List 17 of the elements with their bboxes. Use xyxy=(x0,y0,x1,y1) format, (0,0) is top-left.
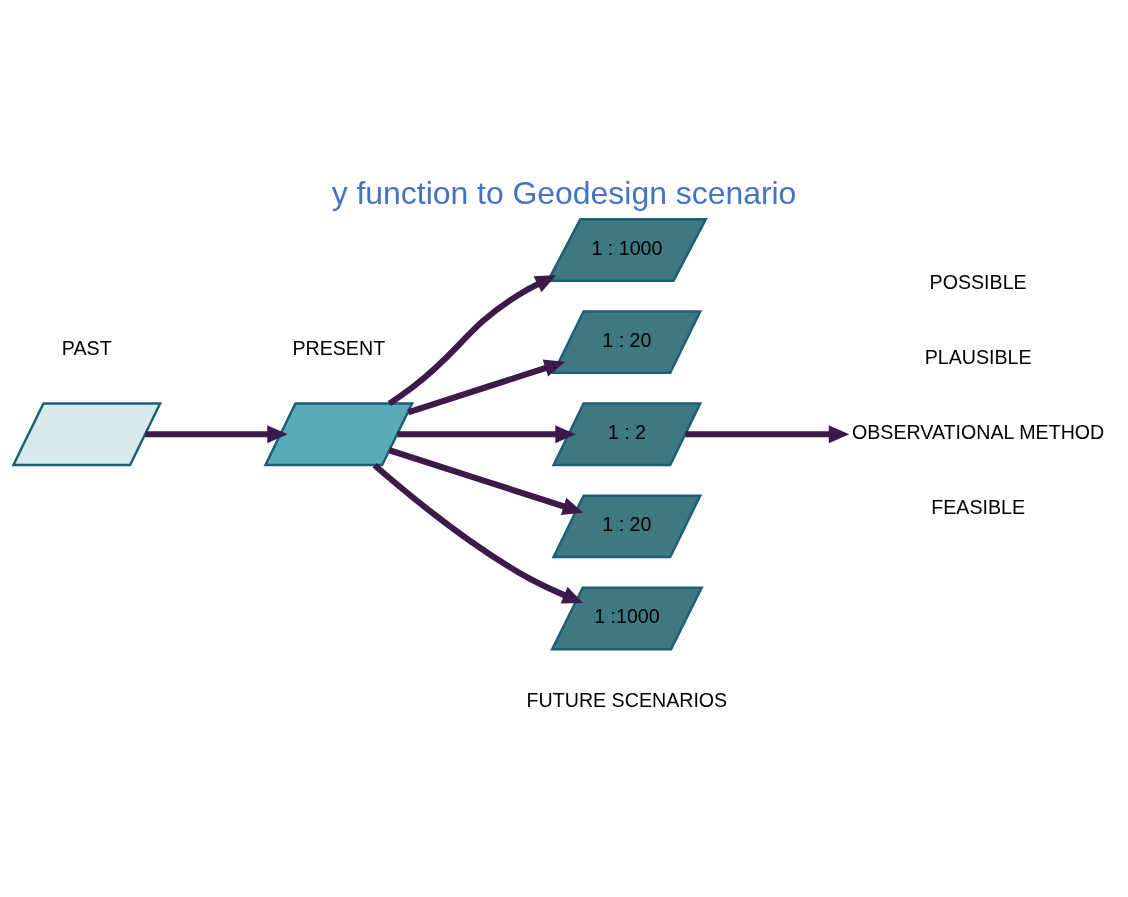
arrow xyxy=(145,424,288,443)
label: FEASIBLE xyxy=(931,495,1026,518)
arrow xyxy=(387,274,557,406)
arrow xyxy=(372,462,584,603)
label: FUTURE SCENARIOS xyxy=(526,688,728,711)
label: PAST xyxy=(61,336,112,359)
node-parallelogram xyxy=(11,401,163,466)
node-text: OBSERVATIONAL METHOD xyxy=(852,420,1105,443)
arrow xyxy=(397,424,576,443)
label: PLAUSIBLE xyxy=(924,345,1032,368)
label: PRESENT xyxy=(292,336,386,359)
arrow xyxy=(388,446,584,515)
diagram-title: y function to Geodesign scenario xyxy=(331,174,797,211)
label: POSSIBLE xyxy=(929,270,1027,293)
arrow xyxy=(407,359,565,415)
arrow xyxy=(685,424,850,443)
node-parallelogram xyxy=(263,401,415,466)
